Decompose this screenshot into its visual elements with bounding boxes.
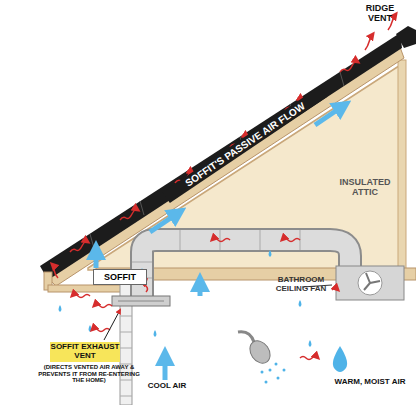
node-text: SOFFIT — [104, 272, 136, 282]
flow-label: WARM, MOIST AIR — [330, 378, 410, 387]
flow-label: COOL AIR — [146, 382, 188, 391]
note-text: (DIRECTS VENTED AIR AWAY & PREVENTS IT F… — [34, 364, 144, 384]
part-label: RIDGE VENT — [355, 4, 405, 24]
soffit-box: SOFFIT — [93, 269, 147, 285]
part-label: BATHROOM CEILING FAN — [268, 276, 334, 294]
part-label: INSULATED ATTIC — [330, 178, 400, 198]
callout-label: SOFFIT EXHAUST VENT — [50, 342, 120, 362]
